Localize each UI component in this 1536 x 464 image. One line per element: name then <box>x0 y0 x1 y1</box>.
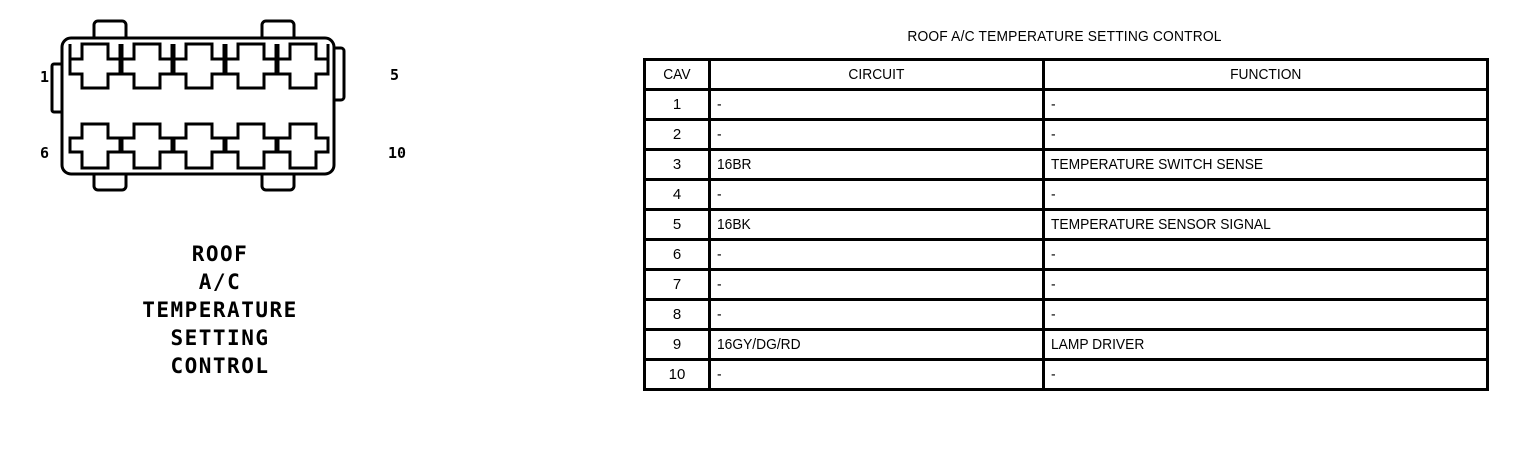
connector-diagram-panel: 1 6 5 10 ROOF A/C TEMPERATURE SETTING CO… <box>0 0 620 464</box>
connector-caption: ROOF A/C TEMPERATURE SETTING CONTROL <box>60 240 380 380</box>
pin-number-10: 10 <box>388 144 407 162</box>
cell-cav: 8 <box>643 298 711 331</box>
cell-function: - <box>1042 298 1489 331</box>
cell-cav: 3 <box>643 148 711 181</box>
cell-function: - <box>1042 178 1489 211</box>
table-row: 7 - - <box>643 268 1489 301</box>
cell-function: TEMPERATURE SENSOR SIGNAL <box>1042 208 1489 241</box>
table-header-row: CAV CIRCUIT FUNCTION <box>643 58 1489 91</box>
cell-circuit: - <box>708 298 1045 331</box>
cell-cav: 2 <box>643 118 711 151</box>
cell-circuit: 16BR <box>708 148 1045 181</box>
cell-circuit: - <box>708 358 1045 391</box>
cell-cav: 4 <box>643 178 711 211</box>
table-row: 6 - - <box>643 238 1489 271</box>
caption-line-5: CONTROL <box>170 354 270 378</box>
cell-function: LAMP DRIVER <box>1042 328 1489 361</box>
cavity-4 <box>224 42 278 90</box>
cell-circuit: - <box>708 238 1045 271</box>
table-row: 2 - - <box>643 118 1489 151</box>
cavity-7 <box>120 122 174 170</box>
connector-body-icon <box>50 19 346 192</box>
cell-cav: 7 <box>643 268 711 301</box>
cavity-1 <box>68 42 122 90</box>
column-header-cav-label: CAV <box>663 66 691 83</box>
cell-function: - <box>1042 238 1489 271</box>
cavity-3 <box>172 42 226 90</box>
cell-function: TEMPERATURE SWITCH SENSE <box>1042 148 1489 181</box>
cell-function: - <box>1042 88 1489 121</box>
cavity-5 <box>276 42 330 90</box>
table-row: 1 - - <box>643 88 1489 121</box>
table-row: 10 - - <box>643 358 1489 391</box>
column-header-function-label: FUNCTION <box>1229 66 1302 83</box>
cell-function: - <box>1042 118 1489 151</box>
cavity-2 <box>120 42 174 90</box>
cell-cav: 1 <box>643 88 711 121</box>
cell-circuit: 16BK <box>708 208 1045 241</box>
cavity-9 <box>224 122 278 170</box>
table-title: ROOF A/C TEMPERATURE SETTING CONTROL <box>907 28 1222 45</box>
cell-cav: 10 <box>643 358 711 391</box>
cell-circuit: 16GY/DG/RD <box>708 328 1045 361</box>
cavity-6 <box>68 122 122 170</box>
cell-circuit: - <box>708 268 1045 301</box>
column-header-cav: CAV <box>643 58 711 91</box>
table-row: 3 16BR TEMPERATURE SWITCH SENSE <box>643 148 1489 181</box>
caption-line-1: ROOF <box>191 242 249 266</box>
pin-number-6: 6 <box>40 144 50 162</box>
table-row: 4 - - <box>643 178 1489 211</box>
pin-number-1: 1 <box>40 68 50 86</box>
column-header-circuit: CIRCUIT <box>708 58 1045 91</box>
table-row: 5 16BK TEMPERATURE SENSOR SIGNAL <box>643 208 1489 241</box>
pin-number-5: 5 <box>390 66 400 84</box>
pinout-table: CAV CIRCUIT FUNCTION 1 - - 2 - - 3 16BR … <box>643 58 1489 391</box>
table-row: 8 - - <box>643 298 1489 331</box>
cavity-8 <box>172 122 226 170</box>
cell-circuit: - <box>708 118 1045 151</box>
cell-circuit: - <box>708 88 1045 121</box>
cell-cav: 6 <box>643 238 711 271</box>
table-row: 9 16GY/DG/RD LAMP DRIVER <box>643 328 1489 361</box>
caption-line-2: A/C <box>198 270 242 294</box>
cell-circuit: - <box>708 178 1045 211</box>
caption-line-4: SETTING <box>170 326 270 350</box>
caption-line-3: TEMPERATURE <box>142 298 298 322</box>
cell-cav: 9 <box>643 328 711 361</box>
cell-function: - <box>1042 268 1489 301</box>
cell-cav: 5 <box>643 208 711 241</box>
column-header-circuit-label: CIRCUIT <box>848 66 905 83</box>
column-header-function: FUNCTION <box>1042 58 1489 91</box>
cell-function: - <box>1042 358 1489 391</box>
cavity-10 <box>276 122 330 170</box>
